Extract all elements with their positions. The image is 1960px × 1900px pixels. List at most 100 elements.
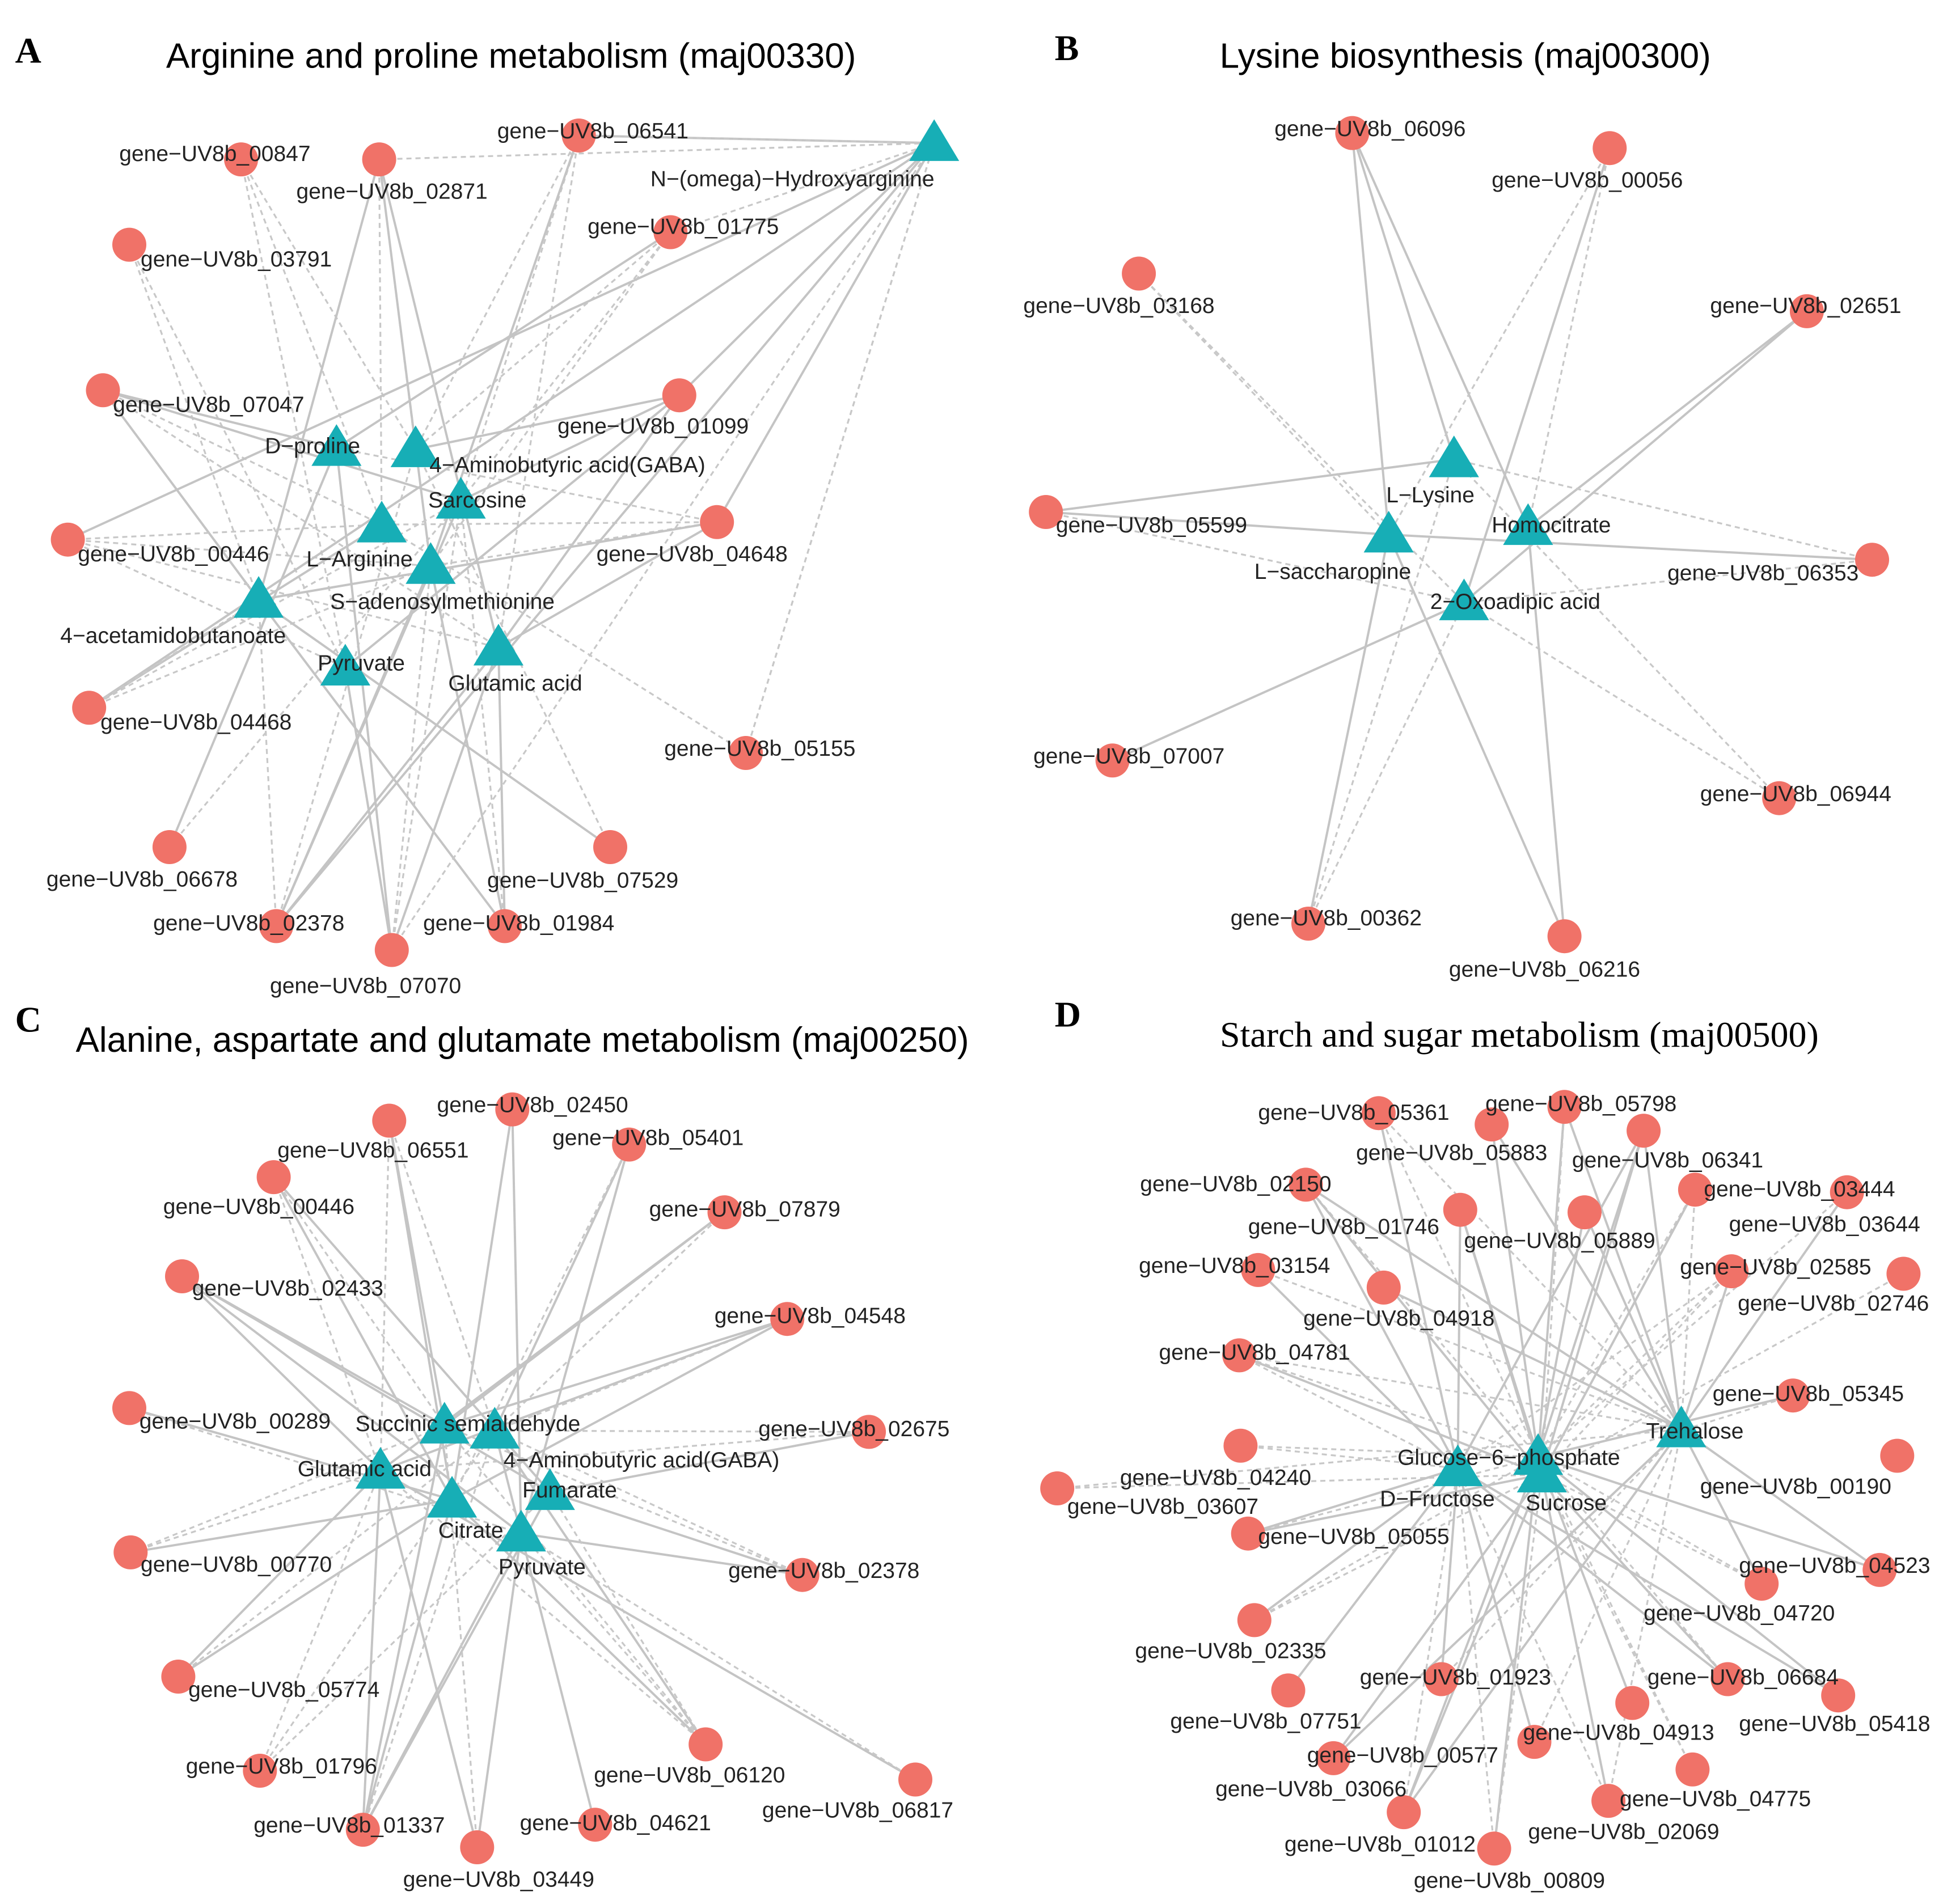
gene-node[interactable] xyxy=(1387,1795,1421,1830)
metabolite-node[interactable] xyxy=(356,501,407,543)
metabolite-node[interactable] xyxy=(405,542,456,584)
gene-node[interactable] xyxy=(1477,1831,1511,1866)
metabolite-node[interactable] xyxy=(473,624,524,666)
gene-node[interactable] xyxy=(852,1415,886,1449)
gene-node[interactable] xyxy=(1222,1338,1257,1373)
metabolite-node[interactable] xyxy=(233,575,284,618)
metabolite-node[interactable] xyxy=(355,1447,405,1489)
metabolite-node[interactable] xyxy=(496,1509,546,1552)
gene-node[interactable] xyxy=(112,227,146,262)
gene-node[interactable] xyxy=(1291,907,1325,941)
gene-node[interactable] xyxy=(345,1813,380,1847)
gene-node[interactable] xyxy=(1547,919,1582,954)
gene-node[interactable] xyxy=(495,1092,530,1127)
gene-node[interactable] xyxy=(1361,1096,1396,1131)
metabolite-node[interactable] xyxy=(1517,1450,1567,1493)
metabolite-node[interactable] xyxy=(1503,503,1553,545)
gene-node[interactable] xyxy=(1316,1741,1351,1775)
gene-node[interactable] xyxy=(460,1830,495,1864)
gene-node[interactable] xyxy=(1591,1784,1626,1818)
metabolite-node[interactable] xyxy=(1513,1433,1564,1475)
gene-node[interactable] xyxy=(488,909,522,943)
gene-node[interactable] xyxy=(785,1558,820,1592)
metabolite-node[interactable] xyxy=(1656,1405,1706,1448)
gene-node[interactable] xyxy=(1335,116,1370,150)
gene-node[interactable] xyxy=(593,830,627,864)
gene-node[interactable] xyxy=(161,1660,196,1694)
metabolite-node[interactable] xyxy=(525,1468,575,1510)
gene-node[interactable] xyxy=(729,736,763,770)
gene-node[interactable] xyxy=(1862,1552,1897,1587)
gene-node[interactable] xyxy=(1675,1752,1710,1787)
gene-node[interactable] xyxy=(1886,1256,1921,1291)
gene-node[interactable] xyxy=(1615,1686,1650,1720)
gene-node[interactable] xyxy=(1424,1662,1459,1696)
gene-node[interactable] xyxy=(1678,1173,1712,1207)
gene-node[interactable] xyxy=(1627,1114,1661,1148)
gene-node[interactable] xyxy=(113,1535,148,1569)
gene-node[interactable] xyxy=(224,142,259,177)
gene-node[interactable] xyxy=(1880,1438,1915,1473)
gene-node[interactable] xyxy=(50,522,85,557)
gene-node[interactable] xyxy=(1762,781,1797,815)
gene-node[interactable] xyxy=(362,142,396,177)
gene-node[interactable] xyxy=(1029,495,1063,529)
gene-node[interactable] xyxy=(662,378,696,413)
gene-node[interactable] xyxy=(898,1762,932,1797)
gene-node[interactable] xyxy=(256,1160,291,1195)
metabolite-node[interactable] xyxy=(470,1407,520,1449)
gene-node[interactable] xyxy=(707,1195,742,1230)
gene-node[interactable] xyxy=(1592,131,1627,166)
metabolite-node[interactable] xyxy=(1363,510,1414,553)
gene-node[interactable] xyxy=(1855,543,1889,577)
gene-node[interactable] xyxy=(1789,294,1824,328)
gene-node[interactable] xyxy=(1040,1471,1075,1505)
metabolite-node[interactable] xyxy=(436,477,486,519)
gene-node[interactable] xyxy=(165,1259,199,1293)
metabolite-node[interactable] xyxy=(320,644,370,685)
gene-node[interactable] xyxy=(372,1103,407,1138)
metabolite-node[interactable] xyxy=(419,1402,470,1444)
gene-node[interactable] xyxy=(688,1727,723,1762)
gene-node[interactable] xyxy=(243,1754,277,1788)
gene-node[interactable] xyxy=(1517,1725,1552,1759)
gene-node[interactable] xyxy=(770,1302,805,1336)
gene-node[interactable] xyxy=(1744,1567,1779,1601)
metabolite-node[interactable] xyxy=(311,424,362,466)
gene-node[interactable] xyxy=(259,909,294,943)
gene-node[interactable] xyxy=(561,119,596,153)
metabolite-node[interactable] xyxy=(1429,435,1479,477)
gene-node[interactable] xyxy=(1289,1167,1323,1202)
gene-node[interactable] xyxy=(1568,1195,1602,1230)
gene-node[interactable] xyxy=(1271,1673,1306,1708)
gene-node[interactable] xyxy=(1095,743,1130,778)
gene-node[interactable] xyxy=(1714,1254,1749,1289)
gene-node[interactable] xyxy=(72,691,107,725)
gene-node[interactable] xyxy=(1231,1516,1265,1551)
metabolite-node[interactable] xyxy=(1433,1444,1483,1487)
gene-node[interactable] xyxy=(1443,1192,1477,1227)
gene-node[interactable] xyxy=(1830,1175,1864,1209)
gene-node[interactable] xyxy=(86,373,120,408)
gene-node[interactable] xyxy=(1241,1252,1275,1287)
gene-node[interactable] xyxy=(1122,256,1156,291)
gene-node[interactable] xyxy=(1547,1090,1582,1124)
gene-node[interactable] xyxy=(152,830,187,864)
metabolite-node[interactable] xyxy=(909,119,960,161)
gene-node[interactable] xyxy=(1223,1428,1258,1463)
metabolite-node[interactable] xyxy=(390,425,441,467)
gene-node[interactable] xyxy=(374,933,409,967)
gene-node[interactable] xyxy=(1821,1678,1856,1713)
gene-node[interactable] xyxy=(1237,1603,1272,1637)
metabolite-node[interactable] xyxy=(1439,578,1489,620)
gene-node[interactable] xyxy=(700,505,734,539)
gene-node[interactable] xyxy=(112,1391,146,1425)
gene-node[interactable] xyxy=(1366,1270,1401,1305)
gene-node[interactable] xyxy=(578,1808,612,1842)
gene-node[interactable] xyxy=(612,1127,647,1162)
gene-node[interactable] xyxy=(1710,1662,1745,1696)
metabolite-node[interactable] xyxy=(426,1475,478,1518)
gene-node[interactable] xyxy=(653,215,688,249)
gene-node[interactable] xyxy=(1475,1107,1509,1142)
gene-node[interactable] xyxy=(1776,1378,1810,1413)
